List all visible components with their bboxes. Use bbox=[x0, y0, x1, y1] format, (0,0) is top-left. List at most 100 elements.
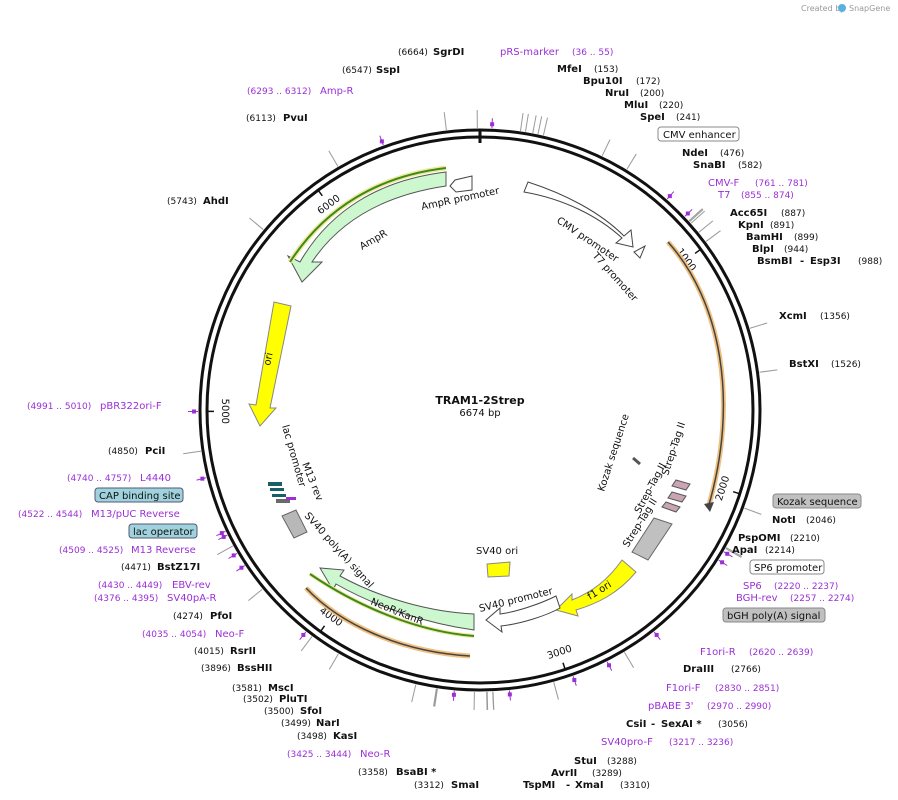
site-pos-bamhi: (899) bbox=[794, 233, 818, 243]
box-kozak-sequence[interactable] bbox=[772, 493, 862, 509]
primer-labels: pRS-marker (36 .. 55) (6293 .. 6312) Amp… bbox=[18, 47, 854, 760]
primer-site-mark-14 bbox=[221, 534, 226, 539]
site-name-snabi: SnaBI bbox=[693, 160, 725, 171]
site-dash-tspmi: - bbox=[566, 780, 570, 791]
primer-site-mark-5 bbox=[720, 560, 725, 565]
site-name2-sexai: SexAI * bbox=[661, 719, 702, 730]
box-label-bgh-polya: bGH poly(A) signal bbox=[727, 611, 820, 622]
site-name-spei: SpeI bbox=[640, 112, 665, 123]
site-leader-1 bbox=[443, 112, 447, 131]
primer-range-sv40pa-r: (4376 .. 4395) bbox=[94, 594, 158, 604]
site-name-mlui: MluI bbox=[624, 100, 648, 111]
site-pos-pvui: (6113) bbox=[246, 114, 276, 124]
site-leader-19 bbox=[725, 547, 743, 557]
box-cmv-enhancer[interactable] bbox=[657, 126, 740, 142]
site-leader-36 bbox=[216, 545, 234, 556]
site-leader-7 bbox=[537, 116, 543, 135]
leader-lines bbox=[183, 110, 778, 710]
site-name-stui: StuI bbox=[574, 756, 597, 767]
site-leader-2 bbox=[328, 150, 339, 167]
box-sp6-promoter[interactable] bbox=[749, 559, 825, 575]
primer-name-pbabe-3: pBABE 3' bbox=[648, 701, 694, 712]
site-pos-avrii: (3289) bbox=[592, 769, 622, 779]
site-leader-17 bbox=[759, 369, 778, 373]
primer-name-f1ori-r: F1ori-R bbox=[700, 647, 736, 658]
t7-promoter-arrow[interactable] bbox=[633, 244, 647, 259]
primer-name-m13puc-reverse: M13/pUC Reverse bbox=[91, 509, 180, 520]
site-pos-pluti: (3502) bbox=[243, 695, 273, 705]
site-name-bstz17i: BstZ17I bbox=[157, 562, 200, 573]
site-pos-xcmi: (1356) bbox=[820, 312, 850, 322]
site-name2-xmai: XmaI bbox=[575, 780, 604, 791]
label-ampr: AmpR bbox=[358, 228, 389, 252]
site-leader-4 bbox=[519, 113, 524, 131]
site-pos-nrui: (200) bbox=[640, 89, 664, 99]
site-pos-bsmbi: (988) bbox=[858, 257, 882, 267]
site-leader-14 bbox=[698, 220, 714, 233]
primer-site-mark-3 bbox=[685, 211, 690, 216]
f1-ori-arrow[interactable] bbox=[555, 559, 637, 617]
tick-mark-6000 bbox=[317, 189, 323, 197]
primer-range-l4440: (4740 .. 4757) bbox=[67, 474, 131, 484]
site-pos-acc65i: (887) bbox=[781, 209, 805, 219]
primer-range-m13puc-reverse: (4522 .. 4544) bbox=[18, 510, 82, 520]
primer-range-neo-r: (3425 .. 3444) bbox=[287, 750, 351, 760]
site-pos-noti: (2046) bbox=[806, 516, 836, 526]
site-name-kpni: KpnI bbox=[738, 220, 764, 231]
plasmid-name: TRAM1-2Strep bbox=[435, 394, 524, 407]
site-leader-37 bbox=[183, 450, 202, 455]
primer-name-amp-r: Amp-R bbox=[320, 86, 354, 97]
box-label-cap-binding-site: CAP binding site bbox=[99, 491, 181, 502]
site-pos-bstxi: (1526) bbox=[831, 360, 861, 370]
primer-range-f1ori-r: (2620 .. 2639) bbox=[749, 648, 813, 658]
primer-name-prs-marker: pRS-marker bbox=[500, 47, 560, 58]
ori-arrow[interactable] bbox=[248, 301, 292, 427]
box-label-sp6-promoter: SP6 promoter bbox=[754, 563, 823, 574]
primer-range-f1ori-f: (2830 .. 2851) bbox=[715, 684, 779, 694]
site-name-pfoi: PfoI bbox=[210, 611, 232, 622]
site-leader-22 bbox=[553, 682, 559, 700]
primer-site-mark-6 bbox=[654, 632, 659, 637]
tick-mark-4000 bbox=[319, 625, 326, 632]
bgh-polya-box[interactable] bbox=[631, 517, 673, 561]
primer-site-mark-17 bbox=[192, 409, 197, 414]
site-pos-spei: (241) bbox=[676, 113, 700, 123]
primer-name-sv40pro-f: SV40pro-F bbox=[601, 737, 653, 748]
site-pos-pspomi: (2210) bbox=[790, 534, 820, 544]
primer-site-mark-13 bbox=[231, 553, 236, 558]
tick-label-3000: 3000 bbox=[546, 644, 574, 662]
cmv-promoter-arrow[interactable] bbox=[523, 181, 634, 248]
primer-site-mark-11 bbox=[301, 632, 306, 637]
credit-app: SnapGene bbox=[849, 4, 890, 13]
site-name-kasi: KasI bbox=[333, 731, 357, 742]
features-layer bbox=[248, 165, 726, 659]
label-cmv-promoter: CMV promoter bbox=[554, 215, 621, 265]
site-pos-csii: (3056) bbox=[718, 720, 748, 730]
ampr-arrow[interactable] bbox=[286, 171, 447, 283]
box-lac-operator[interactable] bbox=[128, 523, 198, 539]
strep-tag-2[interactable] bbox=[667, 491, 687, 503]
strep-tag-1[interactable] bbox=[671, 479, 691, 491]
primer-range-neo-f: (4035 .. 4054) bbox=[142, 630, 206, 640]
site-name-ahdi: AhdI bbox=[203, 196, 229, 207]
sv40-promoter-arrow[interactable] bbox=[485, 595, 561, 634]
primer-name-ebv-rev: EBV-rev bbox=[172, 580, 211, 591]
orf-line bbox=[667, 241, 725, 509]
sv40-polya-box[interactable] bbox=[281, 509, 308, 539]
strep-tag-3[interactable] bbox=[661, 501, 681, 513]
box-label-cmv-enhancer: CMV enhancer bbox=[663, 130, 737, 141]
primer-range-t7: (855 .. 874) bbox=[741, 191, 794, 201]
site-pos-blpi: (944) bbox=[784, 245, 808, 255]
sv40-ori-box[interactable] bbox=[486, 561, 511, 578]
site-name-pcii: PciI bbox=[145, 446, 165, 457]
primer-range-sv40pro-f: (3217 .. 3236) bbox=[669, 738, 733, 748]
box-bgh-polya[interactable] bbox=[722, 607, 826, 623]
primer-name-l4440: L4440 bbox=[140, 473, 171, 484]
primer-site-mark-4 bbox=[725, 551, 730, 556]
site-name-acc65i: Acc65I bbox=[730, 208, 767, 219]
box-cap-binding-site[interactable] bbox=[94, 487, 184, 503]
site-name-bsabi: BsaBI * bbox=[396, 767, 437, 778]
ampr-promoter-arrow[interactable] bbox=[449, 175, 473, 193]
orf-arrowhead bbox=[704, 502, 714, 512]
